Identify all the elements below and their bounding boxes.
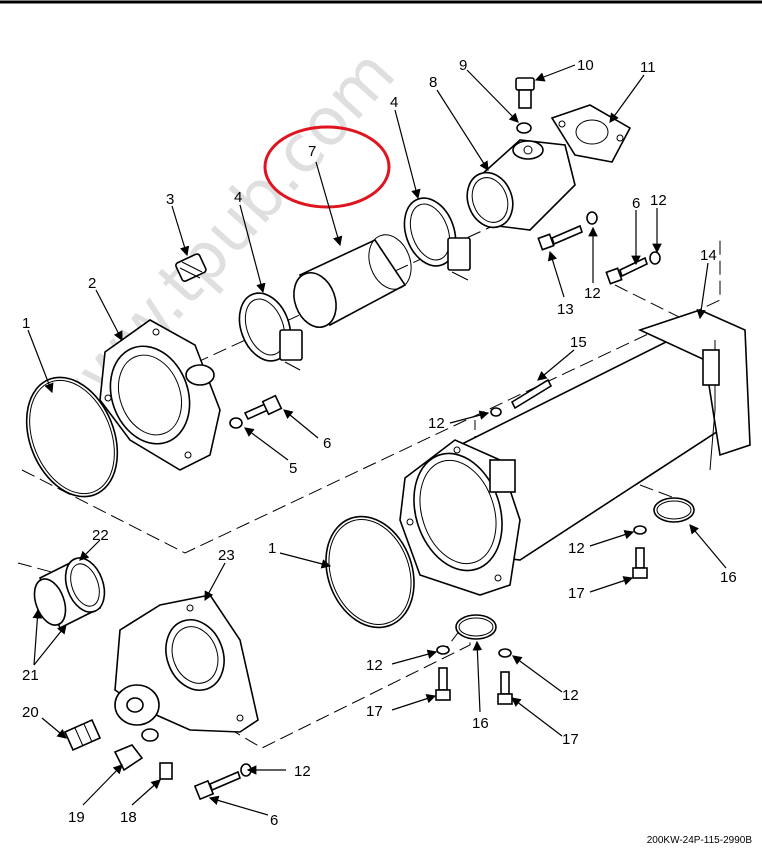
- bolt-bottom-left: [435, 645, 451, 701]
- hose-clamp-left: [238, 292, 303, 371]
- callout-17-left: 17: [366, 703, 383, 720]
- callout-19: 19: [68, 809, 85, 826]
- o-ring-small-bottom: [455, 614, 497, 640]
- callout-4-left: 4: [234, 189, 242, 206]
- callout-16-right: 16: [720, 569, 737, 586]
- bolt-elbow: [537, 211, 598, 251]
- heat-exchanger-flange: [399, 439, 521, 596]
- bolt-bottom-middle: [497, 648, 513, 705]
- callout-20: 20: [22, 704, 39, 721]
- stud: [510, 378, 553, 410]
- callout-14: 14: [700, 247, 717, 264]
- callout-labels: 1 1 2 3 4 4 5 6 6 6 7 8 9 10 11 12 12 12…: [22, 57, 737, 829]
- callout-12-b: 12: [650, 192, 667, 209]
- bolt-bottom-right: [632, 525, 648, 579]
- washer-stud: [490, 407, 502, 417]
- callout-8: 8: [429, 74, 437, 91]
- leader-lines: [27, 64, 727, 816]
- hose-highlight-circle: [263, 125, 391, 209]
- callout-17-bottom: 17: [562, 731, 579, 748]
- callout-1-center: 1: [268, 540, 276, 557]
- callout-23: 23: [218, 547, 235, 564]
- elbow-fitting: [466, 139, 576, 231]
- bolt-left: [243, 394, 283, 421]
- o-ring-left: [25, 376, 119, 498]
- callout-12-e: 12: [366, 657, 383, 674]
- o-ring-small-right: [653, 497, 695, 523]
- callout-12-g: 12: [294, 763, 311, 780]
- callout-22: 22: [92, 527, 109, 544]
- bushing-seal: [33, 556, 106, 630]
- callout-12-c: 12: [428, 415, 445, 432]
- pipe-plug: [175, 253, 207, 282]
- callout-1-left: 1: [22, 315, 30, 332]
- callout-15: 15: [570, 334, 587, 351]
- callout-13: 13: [557, 301, 574, 318]
- hose-clamp-right: [403, 197, 471, 281]
- callout-12-d: 12: [568, 540, 585, 557]
- screw-elbow: [515, 77, 535, 109]
- end-cover-flange: [99, 319, 221, 471]
- hose: [293, 234, 412, 328]
- callout-2: 2: [88, 275, 96, 292]
- callout-6-upper-right: 6: [632, 195, 640, 212]
- pipe-fitting: [113, 744, 144, 772]
- callout-18: 18: [120, 809, 137, 826]
- callout-6-bottom: 6: [270, 812, 278, 829]
- pipe-plug-housing: [63, 718, 102, 752]
- setscrew: [159, 762, 173, 780]
- callout-12-f: 12: [562, 687, 579, 704]
- lockwasher-left: [229, 417, 243, 429]
- callout-3: 3: [166, 191, 174, 208]
- bolt-upper-right: [605, 251, 661, 285]
- o-ring-center: [325, 515, 415, 629]
- callout-10: 10: [577, 57, 594, 74]
- washer-elbow: [516, 122, 532, 134]
- callout-7: 7: [308, 143, 316, 160]
- callout-4-right: 4: [390, 94, 398, 111]
- drawing-reference: 200KW-24P-115-2990B: [647, 835, 753, 846]
- callout-21: 21: [22, 667, 39, 684]
- callout-17-right: 17: [568, 585, 585, 602]
- callout-6-left: 6: [323, 435, 331, 452]
- callout-16-bottom: 16: [472, 715, 489, 732]
- bolt-housing: [193, 763, 252, 801]
- callout-12-a: 12: [584, 285, 601, 302]
- callout-5: 5: [289, 460, 297, 477]
- thermostat-housing: [114, 594, 259, 742]
- callout-9: 9: [459, 57, 467, 74]
- callout-11: 11: [640, 59, 656, 76]
